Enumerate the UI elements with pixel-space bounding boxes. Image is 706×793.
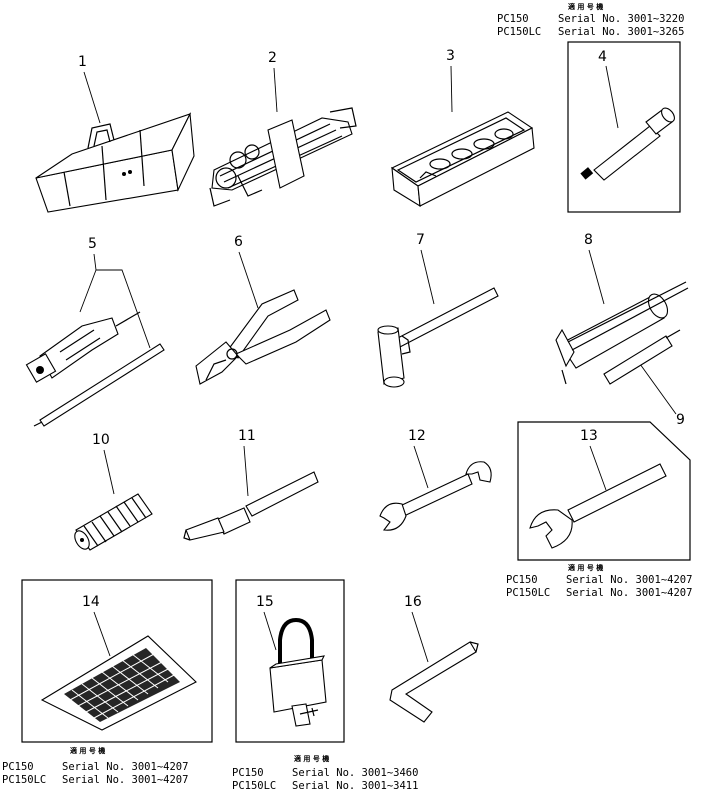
part-number-label: 1 (78, 54, 87, 70)
note-model: PC150LC (497, 26, 541, 38)
leader-line (238, 251, 259, 309)
part-2: 2 (209, 50, 357, 207)
leader-line (243, 445, 249, 497)
part-11: 11 (183, 428, 319, 541)
note-model: PC150LC (506, 587, 550, 599)
screwdriver-icon (25, 311, 141, 383)
open-end-wrench-icon (379, 461, 492, 531)
note-model: PC150 (506, 574, 538, 586)
item13-frame (517, 421, 691, 561)
part-number-label: 9 (676, 412, 685, 428)
part-14: 14 (40, 594, 197, 731)
part-number-label: 2 (268, 50, 277, 66)
part-13: 13 (529, 428, 667, 549)
part-4: 4 (580, 49, 675, 181)
part-number-label: 10 (92, 432, 110, 448)
note-header: 適 用 号 機 (294, 754, 329, 763)
extension-bar-icon (580, 107, 675, 181)
part-number-label: 14 (82, 594, 100, 610)
spring-icon (74, 493, 153, 551)
part-8: 8 (555, 232, 689, 385)
note-model: PC150LC (2, 774, 46, 786)
part-1: 1 (35, 54, 195, 213)
wrench-set-icon (209, 107, 357, 207)
leader-line (83, 71, 101, 124)
note-header: 適 用 号 機 (568, 563, 603, 572)
part-9: 9 (603, 329, 685, 428)
part-16: 16 (389, 594, 479, 723)
leader-line (79, 253, 97, 313)
leader-line (420, 249, 435, 305)
part-number-label: 16 (404, 594, 422, 610)
note-serial: Serial No. 3001~3220 (558, 13, 684, 25)
note-model: PC150 (2, 761, 34, 773)
part-6: 6 (195, 234, 331, 385)
note-model: PC150 (497, 13, 529, 25)
part-number-label: 3 (446, 48, 455, 64)
item14-frame (21, 579, 213, 743)
leader-line (411, 611, 429, 663)
socket-set-case-icon (390, 111, 535, 208)
pry-bar-icon (183, 471, 319, 541)
note-item4: 適 用 号 機 PC150 Serial No. 3001~3220 PC150… (497, 2, 684, 38)
part-number-label: 11 (238, 428, 256, 444)
filter-screen-icon (40, 635, 197, 731)
part-12: 12 (379, 428, 492, 531)
part-number-label: 13 (580, 428, 598, 444)
note-serial: Serial No. 3001~4207 (566, 574, 692, 586)
note-model: PC150LC (232, 780, 276, 792)
hammer-icon (377, 287, 499, 388)
leader-line (605, 65, 619, 129)
leader-line (263, 611, 277, 651)
item4-frame (567, 41, 681, 213)
part-number-label: 8 (584, 232, 593, 248)
note-model: PC150 (232, 767, 264, 779)
part-7: 7 (377, 232, 499, 388)
note-serial: Serial No. 3001~3411 (292, 780, 418, 792)
grease-nozzle-icon (603, 329, 681, 385)
note-item14: 適 用 号 機 PC150 Serial No. 3001~4207 PC150… (2, 746, 188, 786)
tool-bag-icon (35, 112, 195, 213)
note-serial: Serial No. 3001~4207 (62, 774, 188, 786)
leader-line (96, 269, 151, 349)
note-item15: 適 用 号 機 PC150 Serial No. 3001~3460 PC150… (232, 754, 418, 792)
note-item13: 適 用 号 機 PC150 Serial No. 3001~4207 PC150… (506, 563, 692, 599)
part-number-label: 15 (256, 594, 274, 610)
note-serial: Serial No. 3001~4207 (566, 587, 692, 599)
leader-line (589, 445, 607, 491)
hex-key-icon (389, 641, 479, 723)
part-5: 5 (25, 236, 165, 427)
part-number-label: 5 (88, 236, 97, 252)
leader-line (93, 611, 111, 657)
part-10: 10 (74, 432, 153, 551)
leader-line (450, 65, 453, 113)
note-serial: Serial No. 3001~3265 (558, 26, 684, 38)
part-number-label: 4 (598, 49, 607, 65)
leader-line (413, 445, 429, 489)
part-15: 15 (256, 594, 327, 727)
part-3: 3 (390, 48, 535, 208)
part-number-label: 12 (408, 428, 426, 444)
note-serial: Serial No. 3001~4207 (62, 761, 188, 773)
pliers-icon (195, 289, 331, 385)
padlock-icon (269, 617, 327, 727)
leader-line (273, 67, 278, 113)
part-number-label: 6 (234, 234, 243, 250)
note-serial: Serial No. 3001~3460 (292, 767, 418, 779)
note-header: 適 用 号 機 (568, 2, 603, 11)
large-wrench-icon (529, 463, 667, 549)
part-number-label: 7 (416, 232, 425, 248)
leader-line (103, 449, 115, 495)
leader-line (639, 363, 677, 415)
note-header: 適 用 号 機 (70, 746, 105, 755)
leader-line (588, 249, 605, 305)
screwdriver-bit-icon (33, 343, 165, 427)
item15-frame (235, 579, 345, 743)
grease-gun-icon (555, 281, 689, 385)
